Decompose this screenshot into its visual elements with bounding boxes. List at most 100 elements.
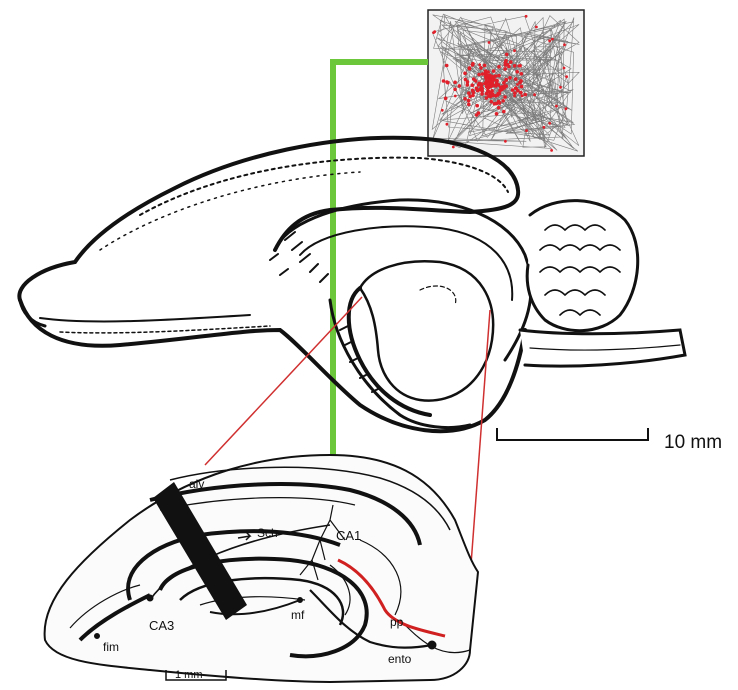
spike-dot — [511, 88, 515, 92]
spike-dot — [563, 67, 566, 70]
spike-dot — [533, 93, 536, 96]
spike-dot — [507, 65, 511, 69]
spike-dot — [481, 72, 485, 76]
spike-dot — [551, 38, 554, 41]
spike-dot — [486, 74, 490, 78]
place-field-plot — [428, 10, 584, 156]
spike-dot — [495, 102, 499, 106]
spike-dot — [520, 72, 524, 76]
spike-dot — [517, 65, 520, 68]
spike-dot — [453, 88, 457, 92]
spike-dot — [467, 91, 471, 95]
spike-dot — [492, 69, 496, 73]
spike-dot — [466, 80, 470, 84]
spike-dot — [491, 80, 495, 84]
spike-dot — [446, 123, 449, 126]
spike-dot — [480, 92, 484, 96]
spike-dot — [515, 87, 518, 90]
label-ento: ento — [388, 652, 412, 666]
spike-dot — [555, 105, 558, 108]
spike-dot — [480, 87, 484, 91]
spike-dot — [471, 62, 475, 66]
spike-dot — [442, 79, 446, 83]
spike-dot — [509, 60, 513, 64]
spike-dot — [445, 64, 449, 68]
label-mf: mf — [291, 608, 305, 622]
ento-neuron — [428, 641, 436, 649]
spike-dot — [543, 126, 546, 129]
spike-dot — [477, 73, 481, 77]
spike-dot — [471, 94, 475, 98]
spike-dot — [504, 78, 508, 82]
label-fim: fim — [103, 640, 119, 654]
spike-dot — [503, 67, 507, 71]
spike-dot — [521, 94, 524, 97]
spike-dot — [476, 89, 480, 93]
spike-dot — [498, 101, 502, 105]
spike-dot — [472, 77, 476, 81]
spike-dot — [535, 26, 538, 29]
spike-dot — [479, 66, 483, 70]
spike-dot — [502, 86, 506, 90]
mf-dot — [298, 598, 303, 603]
spike-dot — [467, 103, 471, 107]
spike-dot — [563, 43, 566, 46]
brain-scale-label: 10 mm — [664, 432, 722, 453]
rat-brain-drawing — [19, 138, 685, 431]
spike-dot — [514, 77, 518, 81]
spike-dot — [565, 75, 568, 78]
spike-dot — [463, 97, 467, 101]
spike-dot — [548, 39, 551, 42]
spike-dot — [502, 110, 506, 114]
spike-dot — [466, 83, 470, 87]
spike-dot — [519, 79, 523, 83]
spike-dot — [495, 81, 499, 85]
label-sch: Sch — [257, 526, 278, 540]
ventral-inner — [40, 315, 250, 321]
ca3-neuron — [147, 595, 153, 601]
spike-dot — [508, 76, 512, 80]
spike-dot — [467, 99, 471, 103]
fim-dot — [95, 634, 100, 639]
spike-dot — [519, 91, 523, 95]
spike-dot — [477, 111, 481, 115]
spike-dot — [487, 90, 491, 94]
spike-dot — [497, 106, 501, 110]
spike-dot — [494, 84, 498, 88]
spike-dot — [501, 99, 505, 103]
spike-dot — [513, 91, 517, 95]
brain-scale-bar: 10 mm — [497, 428, 722, 453]
label-ca3: CA3 — [149, 618, 174, 633]
spike-dot — [513, 64, 517, 68]
spike-dot — [496, 93, 500, 97]
spike-dot — [483, 64, 487, 68]
spike-dot — [503, 95, 507, 99]
spike-dot — [548, 122, 551, 125]
spike-dot — [565, 107, 568, 110]
spike-dot — [453, 81, 457, 85]
label-alv: alv — [189, 477, 204, 491]
spike-dot — [490, 100, 494, 104]
spike-dot — [524, 93, 528, 97]
brainstem — [520, 330, 685, 366]
spike-dot — [505, 53, 509, 57]
spike-dot — [513, 95, 516, 98]
spike-dot — [463, 72, 467, 76]
spike-dot — [454, 95, 457, 98]
spike-dot — [468, 67, 472, 71]
spike-dot — [491, 94, 495, 98]
spike-dot — [550, 149, 553, 152]
spike-dot — [497, 65, 501, 69]
spike-dot — [525, 129, 528, 132]
spike-dot — [484, 69, 488, 73]
spike-dot — [513, 49, 516, 52]
label-pp: pp — [390, 615, 404, 629]
brain-scale-line — [497, 428, 648, 440]
hippocampus-body — [360, 261, 493, 400]
spike-dot — [515, 70, 519, 74]
spike-dot — [504, 140, 507, 143]
spike-dot — [452, 146, 455, 149]
spike-dot — [471, 89, 475, 93]
